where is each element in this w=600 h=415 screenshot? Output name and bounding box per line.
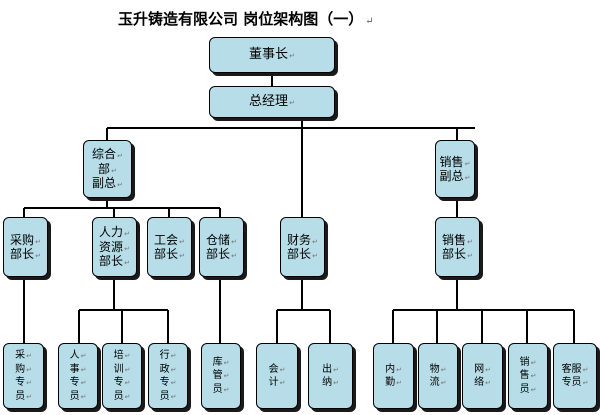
- org-node-label-line: 财务: [287, 233, 318, 247]
- org-node-label-line: 员: [70, 390, 87, 404]
- org-node-label-line: 部长: [287, 247, 318, 261]
- org-node-label-line: 副总: [92, 176, 123, 190]
- org-node-customer-service: 客服专员: [553, 343, 597, 409]
- org-node-label-line: 部长: [154, 247, 185, 261]
- page-title: 玉升铸造有限公司 岗位架构图（一）↵: [118, 8, 374, 29]
- org-node-logistics: 物流: [418, 343, 458, 409]
- org-node-label-line: 人: [70, 349, 87, 363]
- org-node-label-line: 销: [520, 356, 537, 370]
- org-node-network: 网络: [462, 343, 503, 409]
- org-node-label-line: 事: [70, 363, 87, 377]
- org-node-label-line: 网: [474, 363, 491, 377]
- org-node-label-line: 采: [15, 349, 32, 363]
- org-node-label-line: 出: [322, 363, 339, 377]
- org-node-gm: 总经理: [209, 86, 335, 118]
- org-node-finance-head: 财务部长: [280, 217, 325, 277]
- org-node-domestic-sales: 内勤: [373, 343, 414, 409]
- org-node-label-line: 专: [70, 376, 87, 390]
- org-node-label-line: 纳: [322, 376, 339, 390]
- org-node-label-line: 专: [114, 376, 131, 390]
- org-node-label-line: 训: [114, 363, 131, 377]
- org-node-union-head: 工会部长: [147, 217, 192, 277]
- org-node-label-line: 会: [269, 363, 286, 377]
- org-node-label-line: 综合: [92, 147, 123, 161]
- org-node-label-line: 人力: [99, 225, 130, 239]
- org-node-storekeeper: 库管员: [201, 343, 241, 409]
- org-node-label-line: 培: [114, 349, 131, 363]
- org-node-label-line: 员: [114, 390, 131, 404]
- org-node-label-line: 员: [160, 390, 177, 404]
- org-node-label-line: 行: [160, 349, 177, 363]
- org-node-hr-head: 人力资源部长: [92, 217, 137, 277]
- org-node-label-line: 专: [160, 376, 177, 390]
- org-node-label-line: 部长: [206, 247, 237, 261]
- org-node-vp-general: 综合部副总: [83, 140, 132, 198]
- org-node-purchaser: 采购专员: [3, 343, 44, 409]
- org-node-vp-sales: 销售副总: [435, 140, 475, 198]
- org-node-label-line: 络: [474, 376, 491, 390]
- org-node-label-line: 资源: [99, 240, 130, 254]
- org-node-label-line: 专员: [562, 376, 589, 390]
- org-node-warehouse-head: 仓储部长: [199, 217, 244, 277]
- org-node-label-line: 总经理: [249, 94, 295, 110]
- org-node-label-line: 购: [15, 363, 32, 377]
- org-node-sales-head: 销售部长: [435, 217, 480, 277]
- org-node-label-line: 仓储: [206, 233, 237, 247]
- org-node-label-line: 管: [213, 369, 230, 383]
- org-node-label-line: 董事长: [249, 47, 295, 63]
- org-node-label-line: 勤: [385, 376, 402, 390]
- org-node-chairman: 董事长: [209, 37, 335, 73]
- org-node-label-line: 部长: [10, 247, 41, 261]
- org-node-label-line: 副总: [440, 169, 471, 183]
- org-node-admin-specialist: 行政专员: [148, 343, 188, 409]
- org-node-label-line: 售: [520, 369, 537, 383]
- org-node-accountant: 会计: [256, 343, 298, 409]
- org-node-label-line: 计: [269, 376, 286, 390]
- org-node-personnel-specialist: 人事专员: [58, 343, 98, 409]
- org-node-label-line: 员: [15, 390, 32, 404]
- org-node-purchasing-head: 采购部长: [3, 217, 48, 277]
- org-node-label-line: 员: [520, 383, 537, 397]
- org-node-label-line: 专: [15, 376, 32, 390]
- org-node-label-line: 员: [213, 383, 230, 397]
- org-node-label-line: 物: [430, 363, 447, 377]
- org-node-training-specialist: 培训专员: [102, 343, 142, 409]
- org-node-label-line: 部: [98, 162, 117, 176]
- org-node-label-line: 流: [430, 376, 447, 390]
- org-node-label-line: 库: [213, 356, 230, 370]
- org-node-label-line: 销售: [442, 233, 473, 247]
- org-node-label-line: 内: [385, 363, 402, 377]
- org-node-cashier: 出纳: [308, 343, 353, 409]
- paragraph-mark: ↵: [365, 16, 374, 27]
- org-node-label-line: 政: [160, 363, 177, 377]
- org-node-label-line: 采购: [10, 233, 41, 247]
- org-node-label-line: 工会: [154, 233, 185, 247]
- page-title-text: 玉升铸造有限公司 岗位架构图（一）: [118, 10, 364, 28]
- org-node-label-line: 部长: [99, 254, 130, 268]
- org-node-label-line: 部长: [442, 247, 473, 261]
- org-node-salesperson: 销售员: [508, 343, 548, 409]
- org-node-label-line: 销售: [440, 155, 471, 169]
- org-node-label-line: 客服: [562, 363, 589, 377]
